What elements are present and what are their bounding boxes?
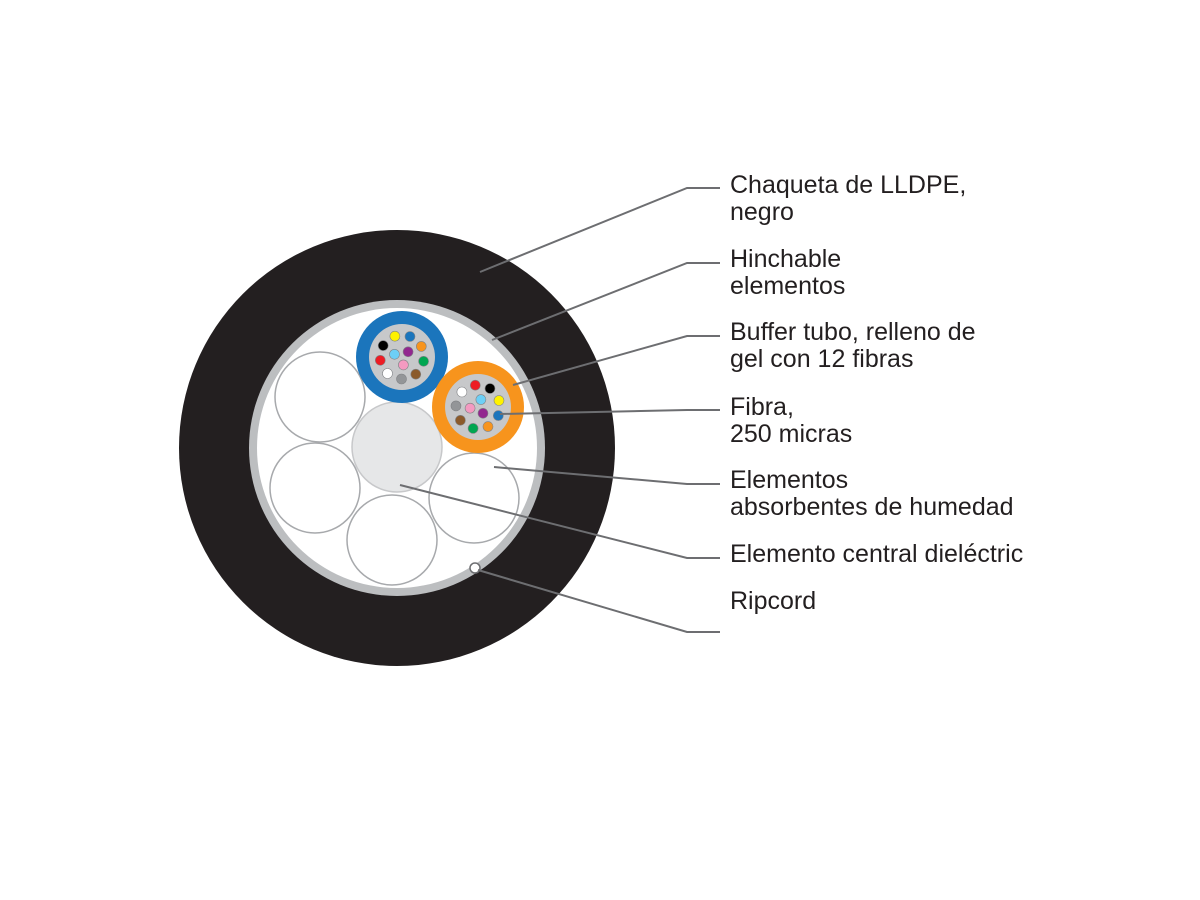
fiber bbox=[377, 340, 389, 351]
fiber bbox=[475, 394, 487, 405]
label-buffer-tube: Buffer tubo, relleno de gel con 12 fibra… bbox=[730, 319, 976, 373]
fiber bbox=[477, 407, 489, 419]
leader-ripcord bbox=[477, 569, 720, 633]
absorbent-element bbox=[428, 452, 520, 544]
fiber bbox=[415, 341, 427, 352]
fiber bbox=[469, 379, 481, 391]
fiber bbox=[484, 383, 496, 394]
label-ripcord: Ripcord bbox=[730, 588, 816, 615]
fiber bbox=[450, 400, 462, 412]
fiber-bundle bbox=[450, 379, 505, 434]
absorbent-element bbox=[346, 494, 438, 586]
fiber bbox=[404, 331, 416, 342]
leader-absorbent bbox=[493, 466, 720, 485]
label-line: gel con 12 fibras bbox=[730, 345, 914, 373]
fiber bbox=[493, 395, 505, 406]
leader-lines bbox=[399, 187, 720, 633]
buffer-tube-orange bbox=[432, 361, 524, 453]
label-central-member: Elemento central dieléctric bbox=[730, 541, 1023, 568]
label-line: Elemento central dieléctric bbox=[730, 540, 1024, 568]
label-line: Hinchable bbox=[730, 245, 842, 273]
fiber bbox=[456, 386, 468, 398]
leader-swellable bbox=[491, 262, 720, 341]
fiber bbox=[467, 423, 479, 434]
label-fiber: Fibra, 250 micras bbox=[730, 394, 852, 448]
fiber bbox=[389, 348, 400, 360]
label-jacket: Chaqueta de LLDPE, negro bbox=[730, 172, 966, 226]
central-dielectric-member bbox=[351, 401, 443, 493]
fiber-bundle bbox=[374, 330, 429, 385]
fiber bbox=[482, 421, 494, 432]
fiber bbox=[398, 359, 409, 371]
label-line: absorbentes de humedad bbox=[730, 493, 1014, 521]
label-line: Buffer tubo, relleno de bbox=[730, 318, 976, 346]
label-line: negro bbox=[730, 198, 794, 226]
label-line: Fibra, bbox=[730, 393, 794, 421]
absorbent-element bbox=[269, 442, 361, 534]
fiber bbox=[455, 414, 466, 426]
fiber bbox=[418, 355, 429, 367]
label-line: Ripcord bbox=[730, 587, 817, 615]
label-line: Elementos bbox=[730, 466, 849, 494]
label-line: 250 micras bbox=[730, 420, 853, 448]
fiber bbox=[382, 368, 393, 379]
fiber bbox=[410, 368, 422, 380]
leader-buffer-tube bbox=[512, 335, 720, 386]
fiber bbox=[492, 410, 504, 421]
label-absorbent-elements: Elementos absorbentes de humedad bbox=[730, 467, 1014, 521]
fiber bbox=[402, 346, 414, 358]
label-swellable-elements: Hinchable elementos bbox=[730, 246, 845, 300]
fiber bbox=[374, 354, 386, 366]
label-line: Chaqueta de LLDPE, bbox=[730, 171, 967, 199]
ripcord bbox=[469, 562, 481, 574]
leader-fiber bbox=[499, 409, 720, 415]
fiber bbox=[389, 330, 401, 342]
absorbent-elements bbox=[269, 351, 520, 586]
leader-jacket bbox=[479, 187, 720, 273]
label-line: elementos bbox=[730, 272, 846, 300]
leader-central-member bbox=[399, 484, 720, 559]
buffer-tube-blue bbox=[356, 311, 448, 403]
fiber bbox=[464, 402, 476, 414]
absorbent-element bbox=[274, 351, 366, 443]
fiber bbox=[396, 373, 407, 385]
